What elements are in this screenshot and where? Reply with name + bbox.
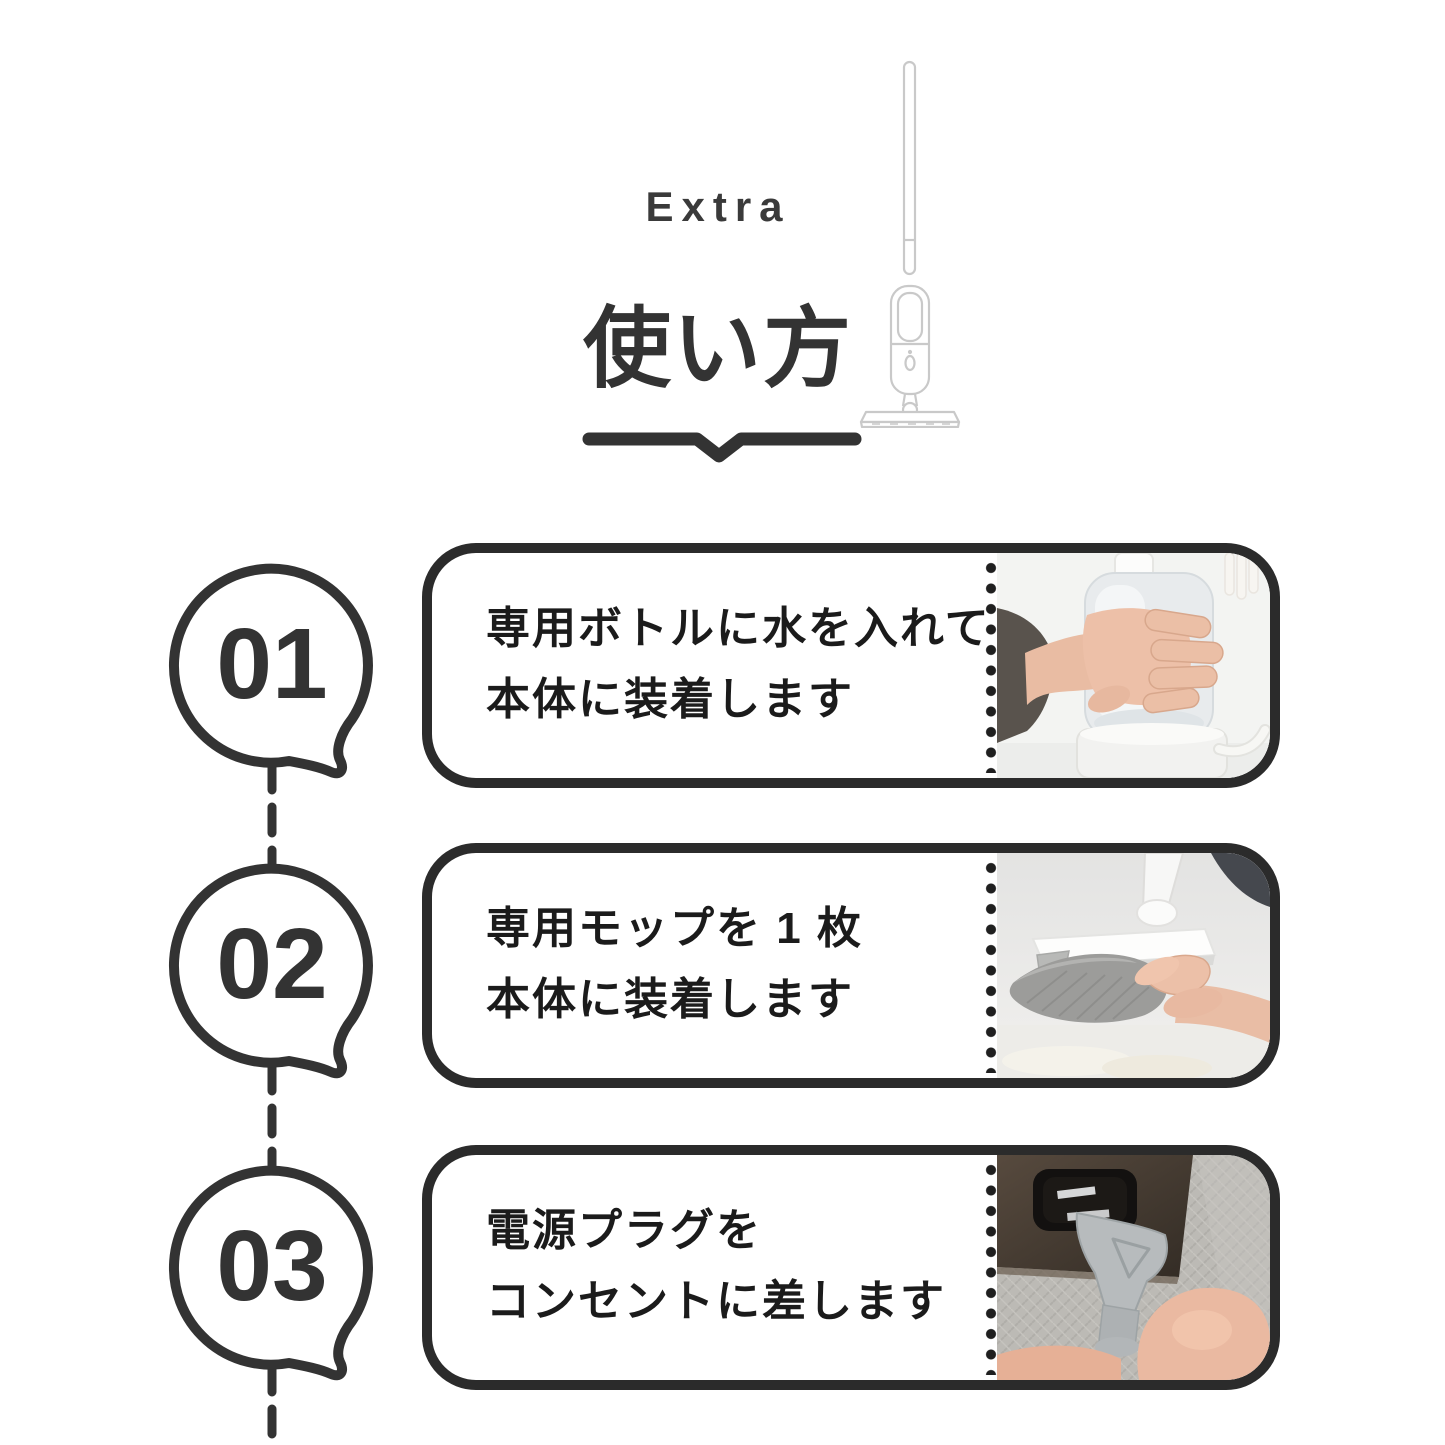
step-2-bubble — [168, 863, 373, 1079]
step-1-card: 専用ボトルに水を入れて 本体に装着します — [422, 543, 1280, 788]
step-2-line-2: 本体に装着します — [486, 975, 854, 1024]
spray-mop-illustration-icon — [859, 60, 961, 428]
dotted-separator — [984, 558, 998, 773]
step-1-line-1: 専用ボトルに水を入れて — [486, 604, 991, 653]
power-plug-photo-illustration — [997, 1155, 1270, 1380]
water-bottle-photo-illustration — [997, 553, 1270, 778]
step-2-card: 専用モップを 1 枚 本体に装着します — [422, 843, 1280, 1088]
step-1-photo-bottle — [997, 553, 1270, 778]
step-2-line-1: 専用モップを 1 枚 — [486, 904, 863, 953]
page-title: 使い方 — [582, 299, 853, 398]
mop-pad-photo-illustration — [997, 853, 1270, 1078]
step-3-instruction: 電源プラグを コンセントに差します — [486, 1195, 946, 1337]
step-2-number: 02 — [216, 908, 328, 1020]
step-1-bubble — [168, 563, 373, 779]
step-3-card: 電源プラグを コンセントに差します — [422, 1145, 1280, 1390]
step-2-photo-mop-pad — [997, 853, 1270, 1078]
section-eyebrow: Extra — [645, 183, 791, 230]
step-1-line-2: 本体に装着します — [486, 675, 854, 724]
chevron-underline — [582, 432, 862, 463]
step-2-instruction: 専用モップを 1 枚 本体に装着します — [486, 893, 863, 1035]
step-3-bubble — [168, 1165, 373, 1381]
dotted-separator — [984, 1160, 998, 1375]
step-3-line-1: 電源プラグを — [486, 1206, 762, 1255]
step-3-photo-plug — [997, 1155, 1270, 1380]
step-1-number: 01 — [216, 608, 328, 720]
step-3-number: 03 — [216, 1210, 328, 1322]
step-1-instruction: 専用ボトルに水を入れて 本体に装着します — [486, 593, 991, 735]
step-3-line-2: コンセントに差します — [486, 1277, 946, 1326]
dotted-separator — [984, 858, 998, 1073]
